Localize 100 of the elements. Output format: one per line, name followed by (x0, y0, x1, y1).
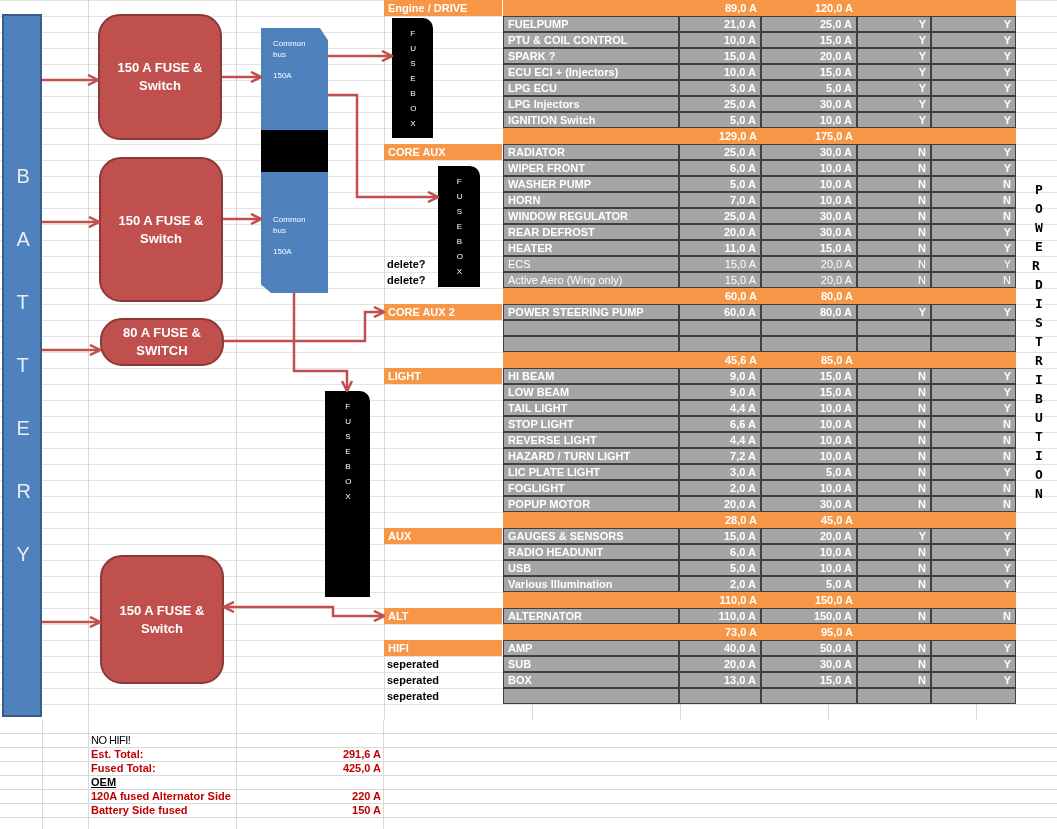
flag-value: N (857, 448, 931, 464)
flag-value: N (931, 496, 1016, 512)
flag-value: N (857, 272, 931, 288)
note-text: Fused Total: (91, 761, 156, 775)
flag-value: Y (857, 96, 931, 112)
fusebox-label: FUSEBOX (410, 28, 415, 130)
circuit-name: HEATER (503, 240, 679, 256)
note-text: NO HIFI! (91, 733, 131, 747)
flag-value: Y (931, 576, 1016, 592)
circuit-name: ECU ECI + (Injectors) (503, 64, 679, 80)
subtotal-value: 89,0 A (679, 0, 761, 16)
total-value: 150 A (352, 803, 381, 817)
arrow (224, 305, 386, 343)
arrow (42, 343, 102, 357)
side-title: POWER DISTRIBUTION (1032, 181, 1044, 503)
flag-value: Y (931, 32, 1016, 48)
fuse-rating: 15,0 A (761, 384, 857, 400)
fuse-rating: 30,0 A (761, 496, 857, 512)
circuit-name: Various Illumination (503, 576, 679, 592)
current-value: 5,0 A (679, 176, 761, 192)
bus-bar (261, 28, 328, 130)
fuse-rating: 20,0 A (761, 528, 857, 544)
flag-value: Y (857, 112, 931, 128)
fusebox-label: FUSEBOX (456, 176, 462, 278)
current-value: 15,0 A (679, 256, 761, 272)
current-value: 5,0 A (679, 112, 761, 128)
current-value: 4,4 A (679, 432, 761, 448)
current-value: 15,0 A (679, 272, 761, 288)
flag-value: Y (931, 160, 1016, 176)
fuse-rating: 10,0 A (761, 432, 857, 448)
note-text: seperated (387, 689, 439, 704)
fuse-label: 150 A FUSE & Switch (118, 601, 206, 638)
current-value: 6,0 A (679, 544, 761, 560)
flag-value: Y (857, 32, 931, 48)
circuit-name: IGNITION Switch (503, 112, 679, 128)
flag-value: N (857, 160, 931, 176)
flag-value: Y (931, 96, 1016, 112)
fuse-switch-box (98, 14, 222, 140)
circuit-name: WINDOW REGULATOR (503, 208, 679, 224)
arrow (42, 215, 101, 229)
flag-value: N (857, 368, 931, 384)
subtotal-value: 129,0 A (679, 128, 761, 144)
circuit-name: POWER STEERING PUMP (503, 304, 679, 320)
flag-value: N (931, 608, 1016, 624)
current-value: 3,0 A (679, 464, 761, 480)
flag-value: N (931, 208, 1016, 224)
current-value: 3,0 A (679, 80, 761, 96)
bus-label: Common bus (273, 214, 307, 236)
current-value: 15,0 A (679, 528, 761, 544)
bus-rating: 150A (273, 70, 293, 81)
fuse-rating: 50,0 A (761, 640, 857, 656)
circuit-name: SPARK ? (503, 48, 679, 64)
group-label: ALT (384, 608, 502, 624)
current-value: 15,0 A (679, 48, 761, 64)
flag-value: Y (857, 64, 931, 80)
current-value: 21,0 A (679, 16, 761, 32)
current-value: 40,0 A (679, 640, 761, 656)
group-label: CORE AUX 2 (384, 304, 502, 320)
fuse-rating: 30,0 A (761, 224, 857, 240)
current-value: 20,0 A (679, 656, 761, 672)
bus-rating: 150A (273, 246, 293, 257)
flag-value: Y (931, 112, 1016, 128)
circuit-name: TAIL LIGHT (503, 400, 679, 416)
circuit-name: HAZARD / TURN LIGHT (503, 448, 679, 464)
current-value: 13,0 A (679, 672, 761, 688)
current-value: 9,0 A (679, 384, 761, 400)
flag-value: Y (857, 48, 931, 64)
circuit-name: LIC PLATE LIGHT (503, 464, 679, 480)
note-text: delete? (387, 257, 426, 272)
current-value: 20,0 A (679, 496, 761, 512)
fuse-rating: 30,0 A (761, 96, 857, 112)
subtotal-value: 85,0 A (761, 352, 857, 368)
fuse-rating: 150,0 A (761, 608, 857, 624)
flag-value: N (931, 272, 1016, 288)
bus-label: Common bus (273, 38, 307, 60)
current-value: 10,0 A (679, 64, 761, 80)
flag-value: Y (931, 80, 1016, 96)
flag-value: N (857, 192, 931, 208)
flag-value: Y (931, 528, 1016, 544)
arrow (328, 93, 440, 204)
flag-value: N (857, 480, 931, 496)
fusebox-block (325, 391, 370, 597)
flag-value: Y (931, 240, 1016, 256)
fuse-rating: 15,0 A (761, 672, 857, 688)
subtotal-value: 45,6 A (679, 352, 761, 368)
circuit-name: LPG ECU (503, 80, 679, 96)
flag-value: N (857, 144, 931, 160)
circuit-name: HORN (503, 192, 679, 208)
flag-value: N (857, 640, 931, 656)
circuit-name: WIPER FRONT (503, 160, 679, 176)
fuse-rating: 25,0 A (761, 16, 857, 32)
flag-value: N (857, 208, 931, 224)
current-value: 2,0 A (679, 480, 761, 496)
fusebox-block (392, 18, 433, 138)
flag-value: Y (931, 656, 1016, 672)
circuit-name: SUB (503, 656, 679, 672)
flag-value: Y (931, 464, 1016, 480)
flag-value: N (857, 432, 931, 448)
fuse-rating: 5,0 A (761, 464, 857, 480)
fuse-label: 80 A FUSE & SWITCH (122, 324, 202, 360)
